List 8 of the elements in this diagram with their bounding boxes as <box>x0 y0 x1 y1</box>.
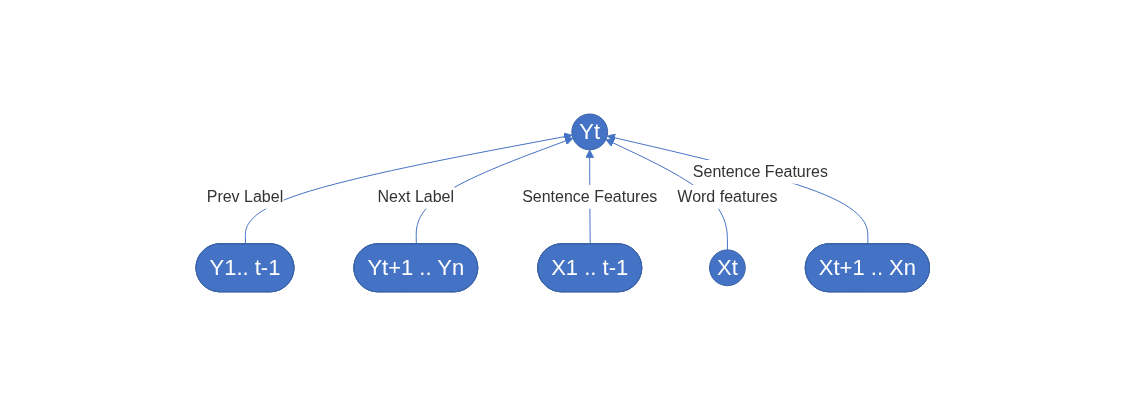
node-circle: Yt <box>571 113 609 151</box>
edge-label: Sentence Features <box>522 187 658 205</box>
edge-label: Prev Label <box>206 187 284 205</box>
edge-label: Next Label <box>377 187 455 205</box>
node-circle: Xt <box>709 249 747 287</box>
edge-label: Word features <box>677 187 778 205</box>
arrow <box>607 133 869 245</box>
edge-label: Sentence Features <box>693 162 829 180</box>
